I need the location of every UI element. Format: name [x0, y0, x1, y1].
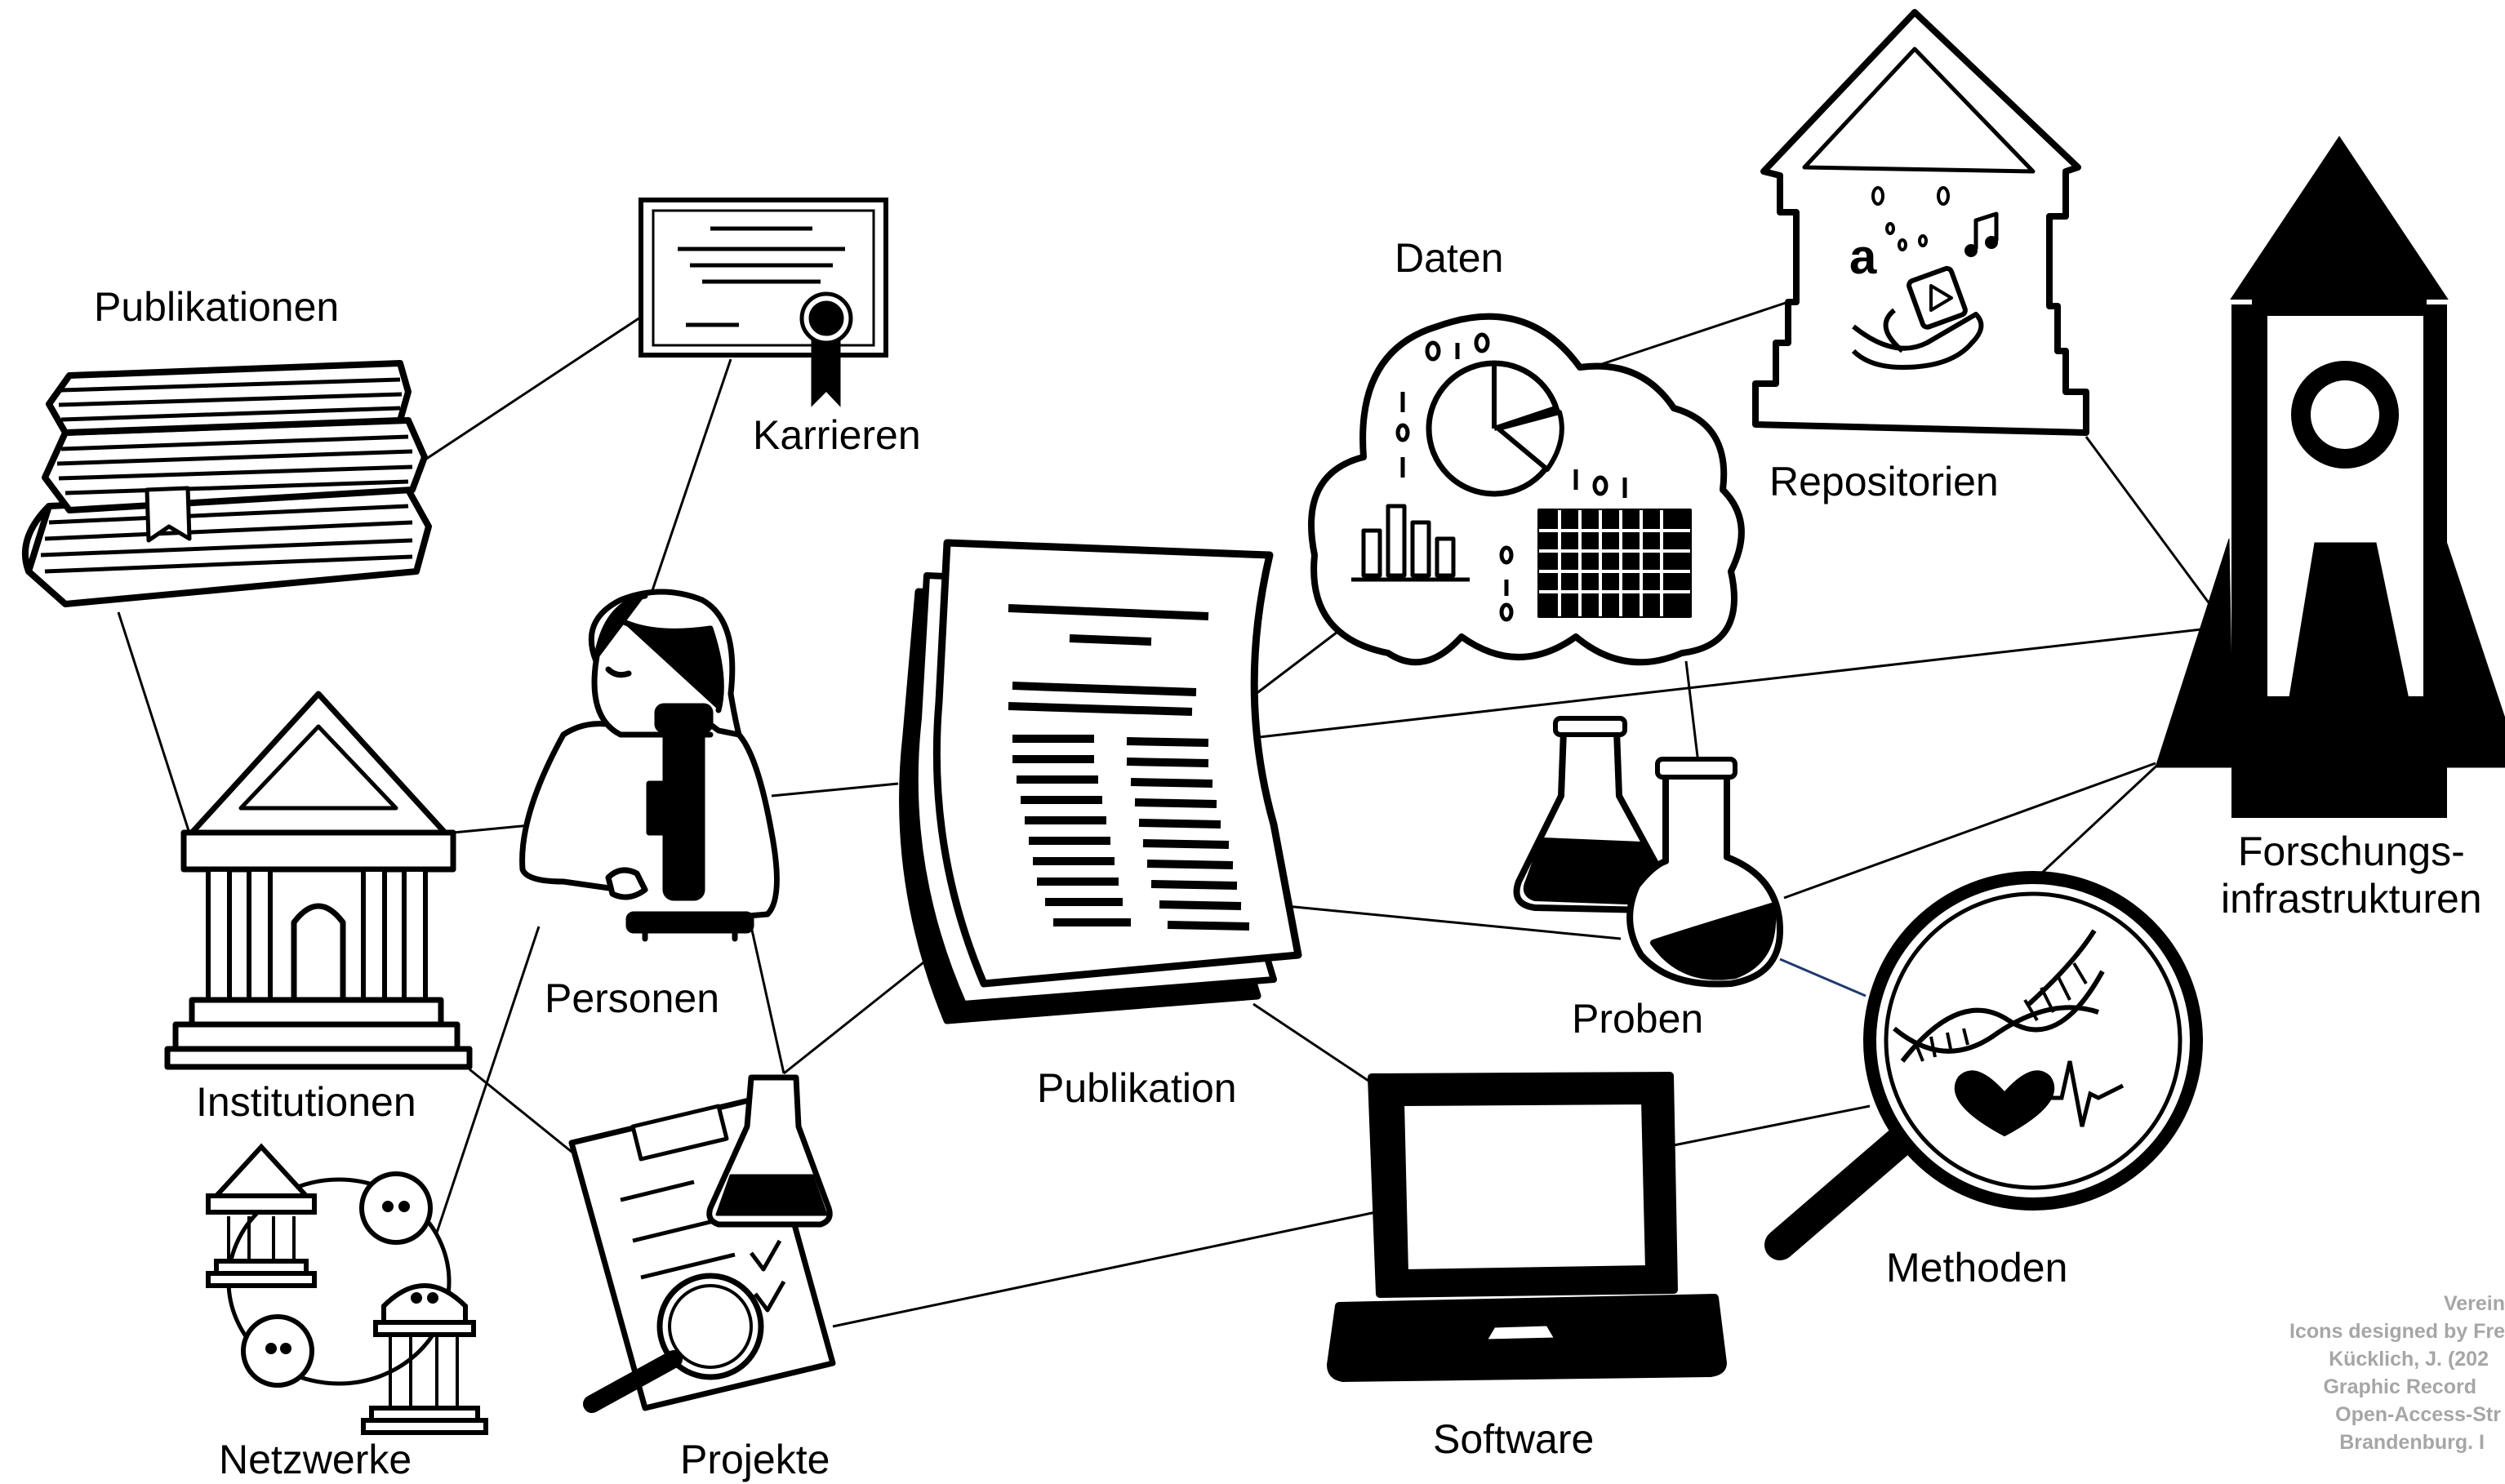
label-forschungsinfrastrukturen: Forschungs- infrastrukturen	[2221, 829, 2482, 922]
label-forschungsinfrastrukturen-line2: infrastrukturen	[2221, 875, 2482, 922]
label-projekte: Projekte	[680, 1437, 830, 1482]
label-forschungsinfrastrukturen-line1: Forschungs-	[2237, 829, 2465, 874]
edge-karrieren-personen	[647, 358, 732, 601]
repository-house-icon: a	[1752, 9, 2089, 436]
label-repositorien: Repositorien	[1769, 459, 1999, 504]
rocket-icon	[2155, 136, 2505, 818]
credit-line-2: Icons designed by Fre	[2289, 1320, 2505, 1343]
label-software: Software	[1433, 1416, 1595, 1462]
edge-projekte-software	[832, 1211, 1377, 1328]
label-publikation: Publikation	[1037, 1065, 1237, 1111]
label-daten: Daten	[1395, 235, 1504, 281]
credit-line-6: Brandenburg. I	[2339, 1431, 2485, 1454]
graph-edges	[117, 300, 2214, 1328]
credit-text: Verein Icons designed by Fre Kücklich, J…	[2146, 1290, 2505, 1456]
edge-software-methoden	[1665, 1104, 1871, 1149]
edge-proben-forschungsinfrastrukturen	[1783, 762, 2156, 900]
edge-publikation-proben	[1285, 904, 1622, 940]
credit-line-4: Graphic Record	[2323, 1375, 2476, 1398]
label-karrieren: Karrieren	[753, 412, 921, 458]
credit-line-3: Kücklich, J. (202	[2329, 1348, 2489, 1371]
certificate-icon	[638, 198, 888, 407]
laptop-icon	[1327, 1072, 1727, 1382]
credit-line-5: Open-Access-Str	[2335, 1403, 2501, 1426]
edge-publikation-software	[1252, 1002, 1377, 1087]
edge-publikationen-karrieren	[391, 313, 646, 483]
sample-flasks-icon	[1513, 716, 1783, 988]
edge-publikation-forschungsinfrastrukturen	[1244, 627, 2209, 740]
edge-methoden-forschungsinfrastrukturen	[2040, 758, 2165, 875]
credit-line-1: Verein	[2443, 1292, 2505, 1315]
dna-magnifier-icon	[1764, 871, 2203, 1260]
svg-text:a: a	[1849, 229, 1877, 284]
data-cloud-icon	[1308, 313, 1745, 666]
label-institutionen: Institutionen	[196, 1079, 416, 1125]
project-clipboard-icon	[568, 1074, 836, 1413]
edge-daten-repositorien	[1579, 300, 1789, 373]
edge-institutionen-projekte	[469, 1068, 576, 1157]
network-icon	[206, 1143, 488, 1435]
label-proben: Proben	[1572, 996, 1704, 1042]
books-icon	[21, 360, 432, 607]
researcher-microscope-icon	[519, 589, 780, 942]
edge-personen-netzwerke	[435, 926, 541, 1233]
edge-publikation-daten	[1244, 623, 1348, 704]
label-methoden: Methoden	[1886, 1245, 2068, 1291]
edge-personen-projekte	[750, 926, 785, 1074]
edge-personen-publikation	[771, 782, 899, 798]
label-publikationen: Publikationen	[94, 284, 340, 330]
edge-proben-methoden	[1779, 957, 1867, 997]
edge-publikationen-institutionen	[117, 611, 194, 842]
edge-daten-proben	[1684, 660, 1700, 764]
label-netzwerke: Netzwerke	[219, 1437, 412, 1482]
document-stack-icon	[899, 539, 1302, 1024]
institution-building-icon	[164, 691, 473, 1070]
label-personen: Personen	[545, 975, 720, 1021]
edge-repositorien-forschungsinfrastrukturen	[2085, 436, 2214, 609]
edge-projekte-publikation	[783, 945, 944, 1075]
